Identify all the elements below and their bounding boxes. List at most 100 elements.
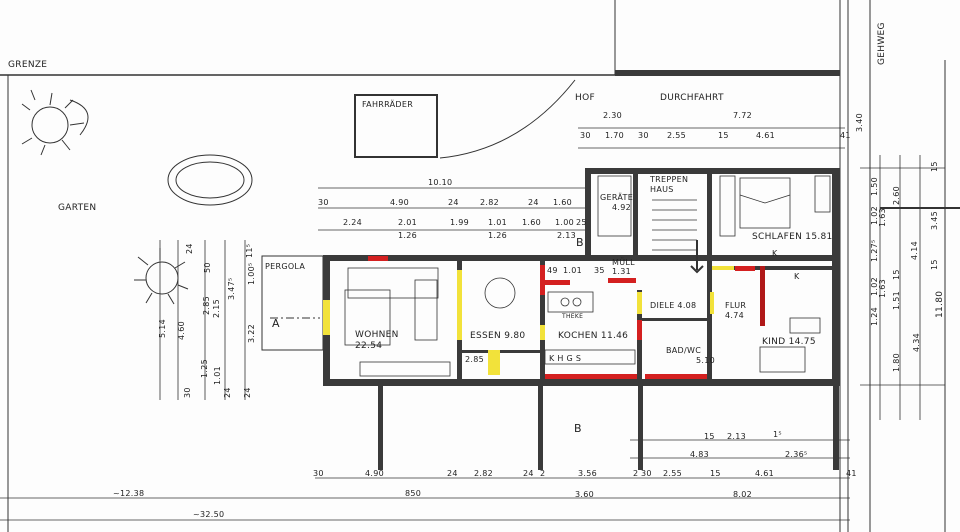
dim: 2.85 <box>202 295 211 315</box>
dim: 10.10 <box>428 178 453 187</box>
dim: 2 <box>633 469 639 478</box>
dim: 2.01 <box>398 218 418 227</box>
dim: 7.72 <box>733 111 753 120</box>
dim: 1.63 <box>878 278 887 298</box>
dim: 1.99 <box>450 218 470 227</box>
room-diele: DIELE 4.08 <box>650 301 697 310</box>
dim: 1.60 <box>553 198 573 207</box>
dim: 3.45 <box>930 210 939 230</box>
dim: 24 <box>223 387 232 398</box>
dim: 15 <box>892 269 901 280</box>
dim: 850 <box>405 489 422 498</box>
tree-icon <box>134 248 189 305</box>
dim: 15 <box>930 161 939 172</box>
dim: 3.56 <box>578 469 598 478</box>
dim: 4.34 <box>912 332 921 352</box>
bikes-label: FAHRRÄDER <box>362 100 414 109</box>
dim: 2.82 <box>474 469 494 478</box>
dim: 2.55 <box>667 131 687 140</box>
wardrobe-k-label: K <box>794 272 800 281</box>
section-a-marker: A <box>272 317 280 330</box>
dim: 1.27⁵ <box>870 239 879 262</box>
dim: 2.30 <box>603 111 623 120</box>
room-flur: FLUR <box>725 301 747 310</box>
dim: 1.63 <box>878 207 887 227</box>
courtyard-wall <box>615 70 840 76</box>
dim: 11.80 <box>935 290 945 318</box>
openings <box>323 256 765 379</box>
wc-small-label: 2.85 <box>465 355 485 364</box>
room-bad: BAD/WC <box>666 346 702 355</box>
dim: 30 <box>641 469 652 478</box>
boundary-label: GRENZE <box>8 60 48 70</box>
room-wohnen: WOHNEN <box>355 330 399 340</box>
dim: 1.25 <box>200 358 209 378</box>
dim: 4.90 <box>365 469 385 478</box>
theke-label: THEKE <box>562 313 584 320</box>
room-geraete: GERÄTE <box>600 193 634 202</box>
dining-table <box>484 277 516 309</box>
dim: 4.61 <box>755 469 775 478</box>
dim: 30 <box>313 469 324 478</box>
room-kochen: KOCHEN 11.46 <box>558 331 629 341</box>
room-schlafen: SCHLAFEN 15.81 <box>752 232 833 242</box>
room-wohnen-area: 22.54 <box>355 341 383 351</box>
room-treppenhaus-2: HAUS <box>650 185 674 194</box>
dim: 50 <box>203 262 212 273</box>
dim: 1.50 <box>870 176 879 196</box>
room-essen: ESSEN 9.80 <box>470 331 526 341</box>
driveway-label: DURCHFAHRT <box>660 93 724 103</box>
pond <box>167 154 253 206</box>
dim: 2.60 <box>892 185 901 205</box>
dim: 1.00⁵ <box>247 262 256 285</box>
pergola-label: PERGOLA <box>265 262 306 271</box>
dim: 1.01 <box>488 218 508 227</box>
dim: 4.83 <box>690 450 710 459</box>
dim: 30 <box>183 387 192 398</box>
dim: 35 <box>594 266 605 275</box>
dim: 1.01 <box>563 266 583 275</box>
wardrobe-k-label: K <box>772 249 778 258</box>
dim: 3.60 <box>575 490 595 499</box>
dim: 15 <box>710 469 721 478</box>
room-kind: KIND 14.75 <box>762 337 816 347</box>
dim: 15 <box>704 432 715 441</box>
dim: 1.26 <box>398 231 418 240</box>
dim: 15 <box>718 131 729 140</box>
dim: 24 <box>447 469 458 478</box>
dim: 49 <box>547 266 558 275</box>
dim: 24 <box>448 198 459 207</box>
section-b-marker: B <box>576 236 584 249</box>
dim: 4.61 <box>756 131 776 140</box>
dim: 1.60 <box>522 218 542 227</box>
dim: 1.00 <box>555 218 575 227</box>
dim: 3.40 <box>855 112 864 132</box>
dim: ~32.50 <box>193 510 225 519</box>
dim: 2.24 <box>343 218 363 227</box>
dim: 11⁵ <box>245 243 254 258</box>
dim: 4.14 <box>910 240 919 260</box>
dim: 1.24 <box>870 306 879 326</box>
dim: 2.36⁵ <box>785 450 808 459</box>
bike-shed <box>354 94 438 158</box>
dim: 24 <box>523 469 534 478</box>
dim: 24 <box>528 198 539 207</box>
dim: 2.82 <box>480 198 500 207</box>
room-flur-area: 4.74 <box>725 311 745 320</box>
dim: 1.26 <box>488 231 508 240</box>
room-treppenhaus: TREPPEN <box>650 175 689 184</box>
dim: 2.13 <box>727 432 747 441</box>
dim: 4.90 <box>390 198 410 207</box>
dim: 1⁵ <box>773 430 782 439</box>
dim: 24 <box>185 243 194 254</box>
dim: 30 <box>318 198 329 207</box>
dim: 1.51 <box>892 290 901 310</box>
dim: 4.60 <box>177 320 186 340</box>
room-muell-area: 1.31 <box>612 267 632 276</box>
dim: 15 <box>930 259 939 270</box>
room-muell: MÜLL <box>612 258 635 267</box>
dim: 5.14 <box>158 318 167 338</box>
courtyard-label: HOF <box>575 93 595 103</box>
